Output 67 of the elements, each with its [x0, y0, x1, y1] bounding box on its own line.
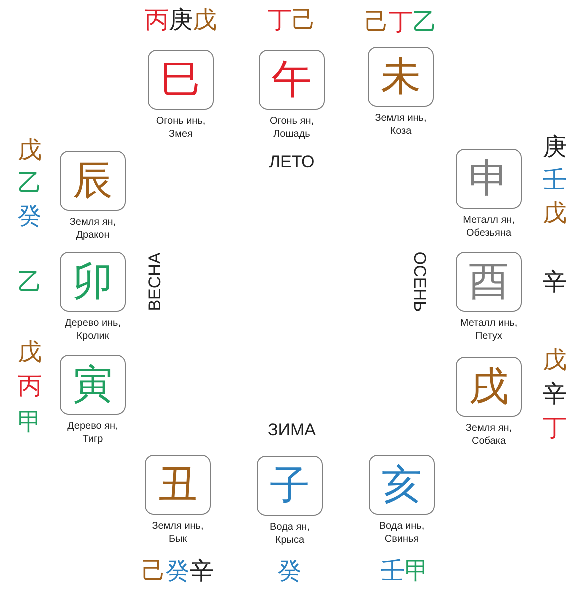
branch-character: 申 — [469, 159, 509, 199]
branch-card — [257, 456, 323, 516]
branch-card — [369, 455, 435, 515]
stem-character: 癸 — [278, 559, 302, 583]
stem-character: 丁 — [389, 10, 413, 34]
stem-character: 丙 — [18, 374, 42, 398]
branch-card — [60, 151, 126, 211]
node-label: Вода инь, Свинья — [378, 520, 426, 546]
node-label: Огонь инь, Змея — [155, 115, 207, 141]
stem-character: 戊 — [18, 138, 42, 162]
branch-character: 卯 — [73, 262, 113, 302]
branch-card — [259, 50, 325, 110]
branch-character: 亥 — [382, 465, 422, 505]
branch-card — [456, 357, 522, 417]
branch-card — [60, 355, 126, 415]
node-label: Земля ян, Дракон — [68, 216, 118, 242]
season-label: ВЕСНА — [146, 252, 164, 312]
stem-character: 己 — [292, 8, 316, 32]
node-label: Дерево инь, Кролик — [64, 317, 122, 343]
stem-character: 己 — [142, 559, 166, 583]
branch-character: 酉 — [469, 262, 509, 302]
stem-character: 戊 — [193, 8, 217, 32]
branch-character: 子 — [270, 466, 310, 506]
stem-character: 壬 — [543, 168, 567, 192]
stem-character: 庚 — [543, 135, 567, 159]
branch-character: 丑 — [158, 465, 198, 505]
stem-character: 己 — [365, 10, 389, 34]
stem-character: 乙 — [18, 270, 42, 294]
stem-character: 乙 — [413, 10, 437, 34]
stem-character: 丙 — [145, 8, 169, 32]
node-label: Земля инь, Бык — [151, 520, 205, 546]
branch-character: 寅 — [73, 365, 113, 405]
branch-character: 戌 — [469, 367, 509, 407]
stem-character: 甲 — [405, 559, 429, 583]
stem-character: 壬 — [381, 559, 405, 583]
stem-character: 丁 — [268, 8, 292, 32]
node-label: Вода ян, Крыса — [269, 521, 311, 547]
stem-character: 丁 — [543, 416, 567, 440]
stem-character: 癸 — [18, 204, 42, 228]
node-label: Металл инь, Петух — [459, 317, 519, 343]
branch-card — [368, 47, 434, 107]
branch-card — [60, 252, 126, 312]
branch-card — [148, 50, 214, 110]
node-label: Металл ян, Обезьяна — [462, 214, 516, 240]
branch-character: 巳 — [161, 60, 201, 100]
stem-character: 辛 — [543, 270, 567, 294]
stem-character: 甲 — [18, 410, 42, 434]
branch-character: 午 — [272, 60, 312, 100]
branch-card — [145, 455, 211, 515]
node-label: Земля ян, Собака — [464, 422, 514, 448]
branch-card — [456, 252, 522, 312]
stem-character: 辛 — [190, 559, 214, 583]
node-label: Земля инь, Коза — [374, 112, 428, 138]
season-label: ЗИМА — [268, 422, 316, 438]
branch-card — [456, 149, 522, 209]
stem-character: 戊 — [543, 348, 567, 372]
stem-character: 癸 — [166, 559, 190, 583]
stem-character: 庚 — [169, 8, 193, 32]
stem-character: 戊 — [18, 340, 42, 364]
season-label: ОСЕНЬ — [412, 252, 428, 312]
stem-character: 乙 — [18, 171, 42, 195]
branch-character: 辰 — [73, 161, 113, 201]
stem-character: 戊 — [543, 201, 567, 225]
node-label: Огонь ян, Лошадь — [269, 115, 315, 141]
branch-character: 未 — [381, 57, 421, 97]
season-label: ЛЕТО — [269, 154, 315, 170]
node-label: Дерево ян, Тигр — [66, 420, 120, 446]
